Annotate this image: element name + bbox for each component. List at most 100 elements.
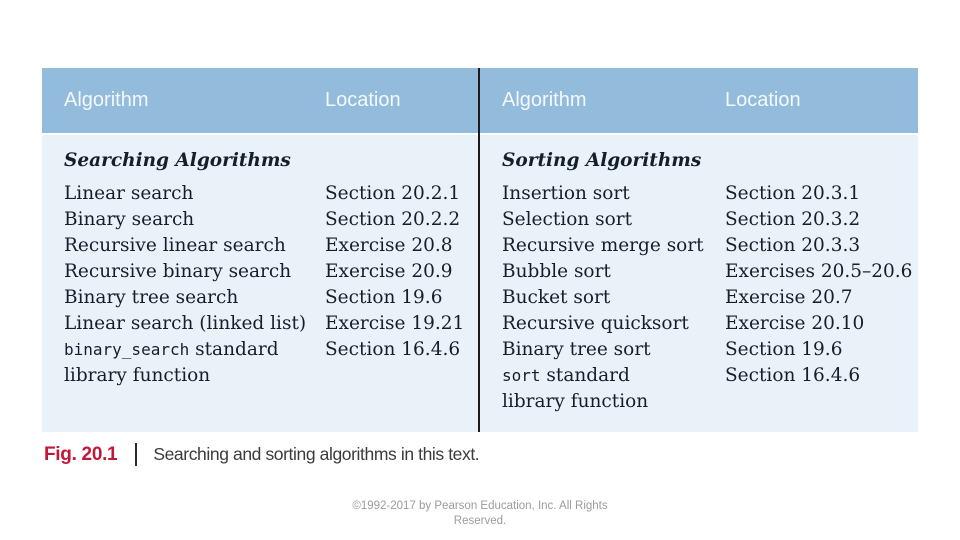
text-segment: Recursive linear search <box>64 235 286 256</box>
algorithm-name: Binary search <box>64 207 325 233</box>
algorithm-name: Recursive linear search <box>64 233 325 259</box>
text-segment: Binary search <box>64 209 195 230</box>
algorithm-location: Section 16.4.6 <box>325 339 461 360</box>
algorithm-location: Exercise 20.9 <box>325 261 453 282</box>
section-heading: Searching Algorithms <box>64 150 291 171</box>
text-segment: Insertion sort <box>502 183 630 204</box>
algorithm-name-line: library function <box>502 389 725 415</box>
algorithm-name-line: Recursive quicksort <box>502 311 725 337</box>
algorithm-location: Section 20.3.3 <box>725 235 861 256</box>
algorithm-name-line: sort standard <box>502 363 725 389</box>
algorithm-location: Section 20.2.2 <box>325 209 461 230</box>
copyright-line-2: Reserved. <box>453 515 507 527</box>
algorithm-location: Section 16.4.6 <box>725 365 861 386</box>
section-heading: Sorting Algorithms <box>502 150 702 171</box>
algorithm-name: Binary tree search <box>64 285 325 311</box>
algorithm-name-line: Recursive merge sort <box>502 233 725 259</box>
table-row: Bucket sort Exercise 20.7 <box>502 285 914 311</box>
table-row: Binary tree sort Section 19.6 <box>502 337 914 363</box>
figure-caption: Fig. 20.1 Searching and sorting algorith… <box>44 443 480 466</box>
algorithm-location: Section 19.6 <box>325 287 443 308</box>
algorithm-name: Bubble sort <box>502 259 725 285</box>
column-divider <box>478 68 480 432</box>
text-segment: Selection sort <box>502 209 633 230</box>
algorithm-name: Recursive merge sort <box>502 233 725 259</box>
table-header-row: Algorithm Location <box>480 68 918 133</box>
algorithm-name-line: Binary tree sort <box>502 337 725 363</box>
algorithm-name: Recursive binary search <box>64 259 325 285</box>
column-header-algorithm: Algorithm <box>502 89 587 111</box>
algorithm-name: Linear search (linked list) <box>64 311 325 337</box>
table-row: Recursive binary search Exercise 20.9 <box>64 259 476 285</box>
text-segment: library function <box>502 391 649 412</box>
copyright-line-1: ©1992-2017 by Pearson Education, Inc. Al… <box>352 500 608 512</box>
algorithm-location: Section 20.3.2 <box>725 209 861 230</box>
algorithm-location: Exercise 20.8 <box>325 235 453 256</box>
figure-caption-text: Searching and sorting algorithms in this… <box>153 444 480 464</box>
code-identifier: sort <box>502 366 541 385</box>
algorithm-name: Bucket sort <box>502 285 725 311</box>
algorithm-location: Section 19.6 <box>725 339 843 360</box>
algorithm-name: Insertion sort <box>502 181 725 207</box>
text-segment: Recursive merge sort <box>502 235 704 256</box>
algorithm-name-line: Selection sort <box>502 207 725 233</box>
table-row: Recursive quicksort Exercise 20.10 <box>502 311 914 337</box>
table-row: Binary search Section 20.2.2 <box>64 207 476 233</box>
table-row: Insertion sort Section 20.3.1 <box>502 181 914 207</box>
algorithm-name-line: Recursive binary search <box>64 259 325 285</box>
code-identifier: binary_search <box>64 340 190 359</box>
table-row: Recursive linear search Exercise 20.8 <box>64 233 476 259</box>
caption-separator <box>135 443 138 466</box>
algorithm-name: Binary tree sort <box>502 337 725 363</box>
algorithm-name-line: Linear search (linked list) <box>64 311 325 337</box>
text-segment: Linear search <box>64 183 194 204</box>
algorithm-name-line: Bubble sort <box>502 259 725 285</box>
column-header-location: Location <box>325 89 401 111</box>
text-segment: library function <box>64 365 211 386</box>
column-header-algorithm: Algorithm <box>64 89 149 111</box>
text-segment: Bucket sort <box>502 287 611 308</box>
table-row: Bubble sort Exercises 20.5–20.6 <box>502 259 914 285</box>
column-header-location: Location <box>725 89 801 111</box>
text-segment: Binary tree search <box>64 287 239 308</box>
algorithm-location: Exercise 20.10 <box>725 313 865 334</box>
text-segment: Binary tree sort <box>502 339 651 360</box>
algorithm-name: Selection sort <box>502 207 725 233</box>
table-row: Linear search Section 20.2.1 <box>64 181 476 207</box>
algorithm-location: Section 20.2.1 <box>325 183 461 204</box>
algorithm-location: Exercises 20.5–20.6 <box>725 261 913 282</box>
algorithm-name-line: Recursive linear search <box>64 233 325 259</box>
algorithm-name: Recursive quicksort <box>502 311 725 337</box>
text-segment: Recursive quicksort <box>502 313 689 334</box>
algorithm-name: Linear search <box>64 181 325 207</box>
text-segment: Recursive binary search <box>64 261 292 282</box>
algorithm-name-line: Linear search <box>64 181 325 207</box>
text-segment: standard <box>540 365 630 386</box>
table-header-row: Algorithm Location <box>42 68 480 133</box>
table-row: Recursive merge sort Section 20.3.3 <box>502 233 914 259</box>
algorithm-name-line: Binary search <box>64 207 325 233</box>
text-segment: Bubble sort <box>502 261 611 282</box>
table-row: Selection sort Section 20.3.2 <box>502 207 914 233</box>
algorithm-name-line: library function <box>64 363 325 389</box>
table-row: Linear search (linked list) Exercise 19.2… <box>64 311 476 337</box>
algorithm-name-line: Bucket sort <box>502 285 725 311</box>
algorithm-location: Exercise 20.7 <box>725 287 853 308</box>
algorithm-name-line: Binary tree search <box>64 285 325 311</box>
table-row: Binary tree search Section 19.6 <box>64 285 476 311</box>
algorithm-location: Section 20.3.1 <box>725 183 861 204</box>
text-segment: standard <box>189 339 279 360</box>
algorithm-location: Exercise 19.21 <box>325 313 465 334</box>
algorithm-name-line: binary_search standard <box>64 337 325 363</box>
text-segment: Linear search (linked list) <box>64 313 307 334</box>
